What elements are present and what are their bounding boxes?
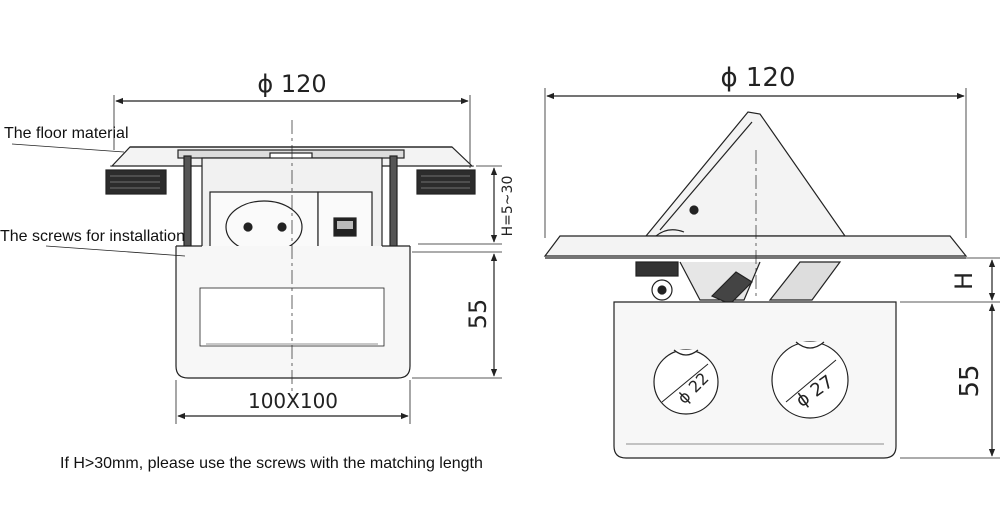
left-box-size-label: 100X100 [248,389,338,413]
screws-leader [45,245,186,257]
floor-material-label: The floor material [4,125,129,142]
right-depth-label: 55 [955,364,985,397]
right-diameter-label: ϕ 120 [720,63,795,93]
right-hinge [635,261,679,277]
left-diameter-label: ϕ 120 [257,70,326,98]
left-depth-label: 55 [464,299,492,330]
left-view [11,95,502,424]
right-h-label: H [950,272,978,290]
left-h-range-label: H=5~30 [500,176,516,237]
right-lower-box [613,301,897,459]
right-view [543,88,1000,459]
footer-note: If H>30mm, please use the screws with th… [60,455,483,472]
right-floor-plate [543,235,968,257]
screws-label: The screws for installation [0,228,185,245]
right-tilted-lid [644,111,847,237]
floor-material-leader [11,143,125,153]
